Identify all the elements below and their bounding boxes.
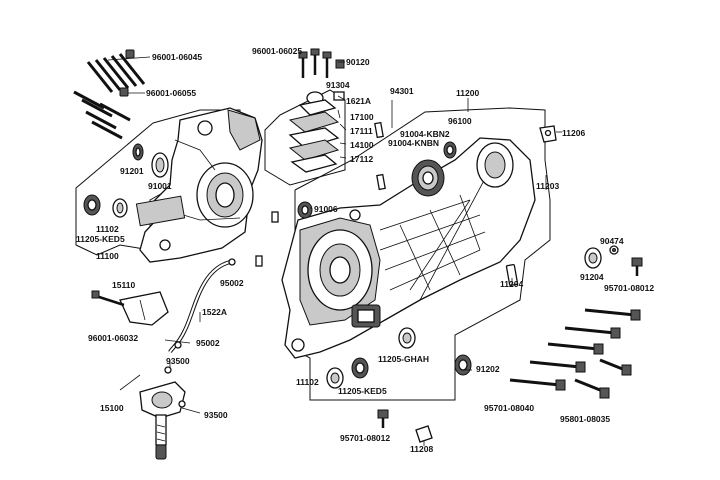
clip-11208 <box>415 425 433 446</box>
bolts-96001-06045 <box>86 49 151 93</box>
label-90120: 90120 <box>346 57 370 67</box>
label-95701-08012-right: 95701-08012 <box>604 283 655 293</box>
label-96100: 96100 <box>448 116 472 126</box>
label-96001-06025: 96001-06025 <box>252 46 303 56</box>
label-91004-KNBN: 91004-KNBN <box>388 138 440 148</box>
seal-96100 <box>443 141 457 159</box>
bearing-91001 <box>151 152 169 178</box>
label-95701-08040: 95701-08040 <box>484 403 535 413</box>
seal-91202 <box>454 354 472 376</box>
bolts-95701-08040 <box>509 308 641 391</box>
label-11203: 11203 <box>536 181 560 191</box>
label-11205-KED5-bottom: 11205-KED5 <box>338 386 387 396</box>
label-1621A: 1621A <box>346 96 372 106</box>
reed-valve-group-outline <box>264 89 346 186</box>
label-11208: 11208 <box>410 444 434 454</box>
label-91202: 91202 <box>476 364 500 374</box>
label-96001-06045: 96001-06045 <box>152 52 203 62</box>
label-96001-06055: 96001-06055 <box>146 88 197 98</box>
label-17112: 17112 <box>350 154 374 164</box>
reed-valve-stack <box>288 48 345 173</box>
bolt-95701-08012-bottom <box>377 409 389 428</box>
seal-91201 <box>132 143 144 161</box>
dowel-11102-bottom <box>326 367 344 389</box>
label-15110: 15110 <box>112 280 136 290</box>
washer-90474 <box>609 245 619 255</box>
label-11206: 11206 <box>562 128 586 138</box>
label-94301: 94301 <box>390 86 414 96</box>
bolts-96001-06055 <box>73 87 145 140</box>
right-case-group-outline <box>294 107 551 401</box>
dowel-11205-KED5-left <box>83 194 101 216</box>
label-91006: 91006 <box>314 204 338 214</box>
label-95002-top: 95002 <box>220 278 244 288</box>
label-11102-left: 11102 <box>96 224 119 234</box>
hose-1522A <box>168 258 236 354</box>
dowels-center <box>255 211 279 267</box>
label-93500-bottom: 93500 <box>204 410 228 420</box>
label-11205-KED5-left: 11205-KED5 <box>76 234 125 244</box>
label-91304: 91304 <box>326 80 350 90</box>
bolt-95701-08012-right <box>631 257 643 276</box>
bolt-11204 <box>505 263 519 287</box>
label-91001: 91001 <box>148 181 172 191</box>
label-17111: 17111 <box>350 126 373 136</box>
label-91004-KBN2: 91004-KBN2 <box>400 129 450 139</box>
label-11102-bottom: 11102 <box>296 377 319 387</box>
label-95701-08012-bottom: 95701-08012 <box>340 433 391 443</box>
leader-lines <box>164 61 562 414</box>
dowel-11205-KED5-bottom <box>351 357 369 379</box>
oil-pump-15100 <box>119 366 186 460</box>
seal-91006 <box>297 201 313 219</box>
label-93500-top: 93500 <box>166 356 190 366</box>
pins-94301 <box>374 100 393 191</box>
label-11200: 11200 <box>456 88 480 98</box>
label-95801-08035: 95801-08035 <box>560 414 611 424</box>
label-96001-06032: 96001-06032 <box>88 333 139 343</box>
label-14100: 14100 <box>350 140 374 150</box>
label-11100: 11100 <box>96 251 119 261</box>
label-17100: 17100 <box>350 112 374 122</box>
label-11205-GHAH: 11205-GHAH <box>378 354 430 364</box>
seal-91204 <box>584 247 602 269</box>
left-crankcase-11100 <box>135 107 263 263</box>
bracket-15110 <box>91 290 169 326</box>
label-91201: 91201 <box>120 166 144 176</box>
dowel-11205-GHAH <box>398 327 416 349</box>
label-11204: 11204 <box>500 279 524 289</box>
label-15100: 15100 <box>100 403 124 413</box>
bracket-11206 <box>539 125 557 143</box>
dowel-11102-left <box>112 198 128 218</box>
bolts-95801-08035 <box>574 358 632 399</box>
label-90474: 90474 <box>600 236 624 246</box>
label-1522A: 1522A <box>202 307 228 317</box>
bearing-91004 <box>411 159 445 197</box>
label-95002-bottom: 95002 <box>196 338 220 348</box>
right-crankcase-11200 <box>281 137 536 359</box>
label-91204: 91204 <box>580 272 604 282</box>
